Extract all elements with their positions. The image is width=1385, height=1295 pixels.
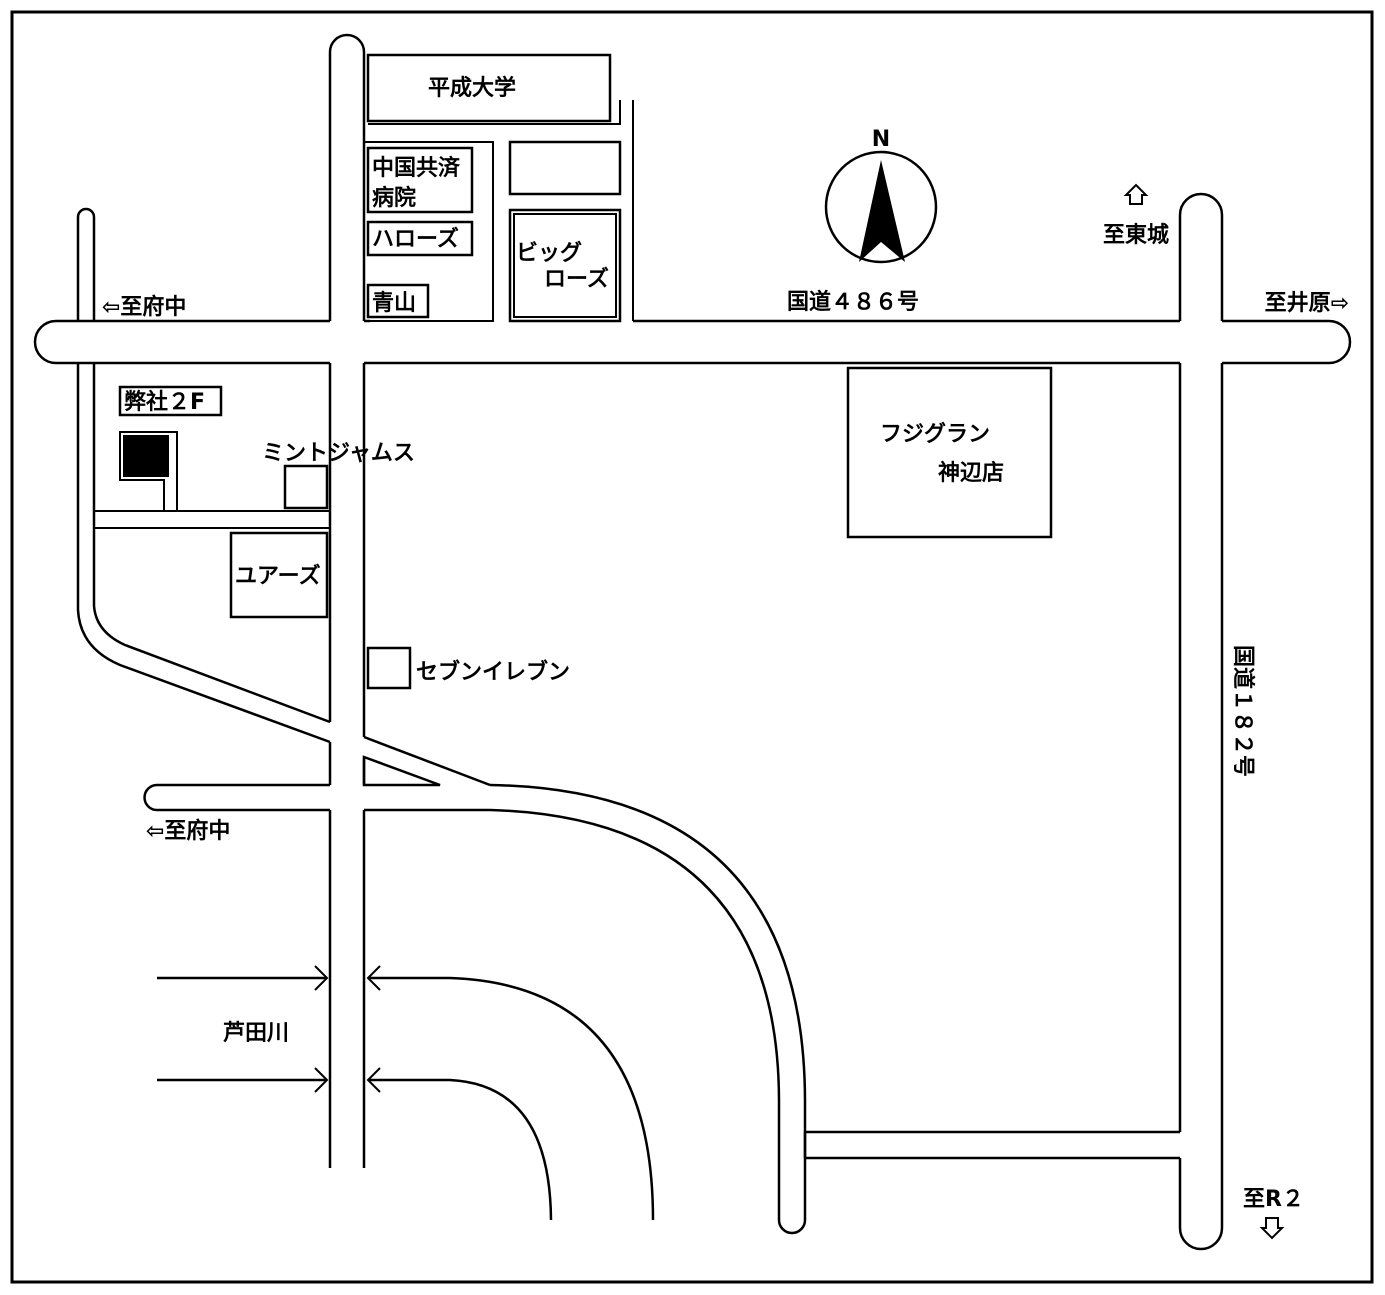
label-aoyama: 青山 [372, 291, 416, 316]
fuji-grand-building [846, 366, 1053, 539]
label-seven-eleven: セブンイレブン [416, 659, 570, 685]
label-fuji-grand-line2: 神辺店 [938, 460, 1004, 486]
label-to-ibara: 至井原⇨ [1265, 291, 1349, 316]
label-to-toujou: 至東城 [1103, 222, 1169, 248]
company-label-box [118, 385, 223, 417]
road-curve-inner [489, 808, 781, 1220]
compass-needle [859, 160, 905, 262]
label-chugoku-hospital-line2: 病院 [372, 185, 416, 211]
label-company-2f: 弊社２F [124, 389, 205, 415]
label-route-182: 国道１８２号 [1230, 645, 1256, 777]
mint-gyms-building [283, 464, 329, 510]
road-route-182-east-edge [1178, 363, 1224, 1251]
road-lower-west [143, 783, 330, 812]
road-route-486-north-edge [33, 319, 330, 365]
heisei-university-shadow [368, 100, 621, 125]
label-heisei-university: 平成大学 [428, 75, 516, 101]
river-arrow-west-south [314, 1067, 329, 1093]
roads [33, 33, 1352, 1251]
road-curve-end [777, 1219, 807, 1235]
arrow-up-outline-icon [1123, 183, 1149, 205]
label-to-r2: 至R２ [1243, 1187, 1304, 1212]
big-rose-building-outer [508, 208, 622, 323]
label-big-rose-line2: ローズ [544, 266, 609, 292]
map-frame [10, 10, 1374, 1284]
road-west-stub [76, 207, 96, 321]
company-building-marker [123, 435, 169, 477]
road-route-182-north [1178, 192, 1224, 321]
label-mint-gyms: ミントジャムス [262, 441, 415, 466]
label-chugoku-hospital-line1: 中国共済 [372, 155, 461, 181]
road-west-inner [92, 363, 331, 724]
river-arrow-west-north [314, 965, 329, 991]
road-triangle-island [362, 755, 441, 787]
river-bank-south-east [368, 1078, 553, 1221]
label-to-fuchu-bottom: ⇦至府中 [146, 818, 230, 844]
harrows-building [366, 220, 474, 257]
label-fuji-grand-line1: フジグラン [880, 421, 990, 447]
road-west-outer [76, 363, 331, 744]
label-yours: ユアーズ [235, 563, 321, 589]
river-bank-north-east [368, 976, 655, 1221]
chugoku-hospital-box [366, 146, 474, 214]
ashida-river [157, 965, 655, 1221]
label-to-fuchu-top: ⇦至府中 [102, 294, 186, 320]
arrow-down-outline-icon [1259, 1217, 1285, 1240]
road-route-486-east-end [1222, 319, 1352, 365]
road-diagonal-upper [363, 735, 491, 787]
seven-eleven-building [366, 646, 412, 690]
heisei-university-building [366, 53, 612, 123]
river-arrow-east-south [366, 1067, 381, 1093]
hospital-block [364, 141, 494, 322]
compass-north-arrow-icon: N [824, 127, 938, 264]
label-ashida-river: 芦田川 [223, 1021, 289, 1046]
unlabeled-building [508, 140, 622, 196]
yours-building [229, 531, 329, 619]
compass-north-label: N [872, 127, 890, 152]
road-central-west-edge-north [328, 33, 366, 321]
label-big-rose-line1: ビッグ [516, 240, 582, 266]
road-curve-outer [489, 783, 807, 1220]
label-route-486: 国道４８６号 [787, 289, 919, 315]
company-lot [119, 431, 178, 512]
aoyama-building [366, 283, 430, 319]
river-arrow-east-north [366, 965, 381, 991]
label-harrows: ハローズ [372, 226, 459, 252]
big-rose-building-inner [513, 213, 617, 318]
